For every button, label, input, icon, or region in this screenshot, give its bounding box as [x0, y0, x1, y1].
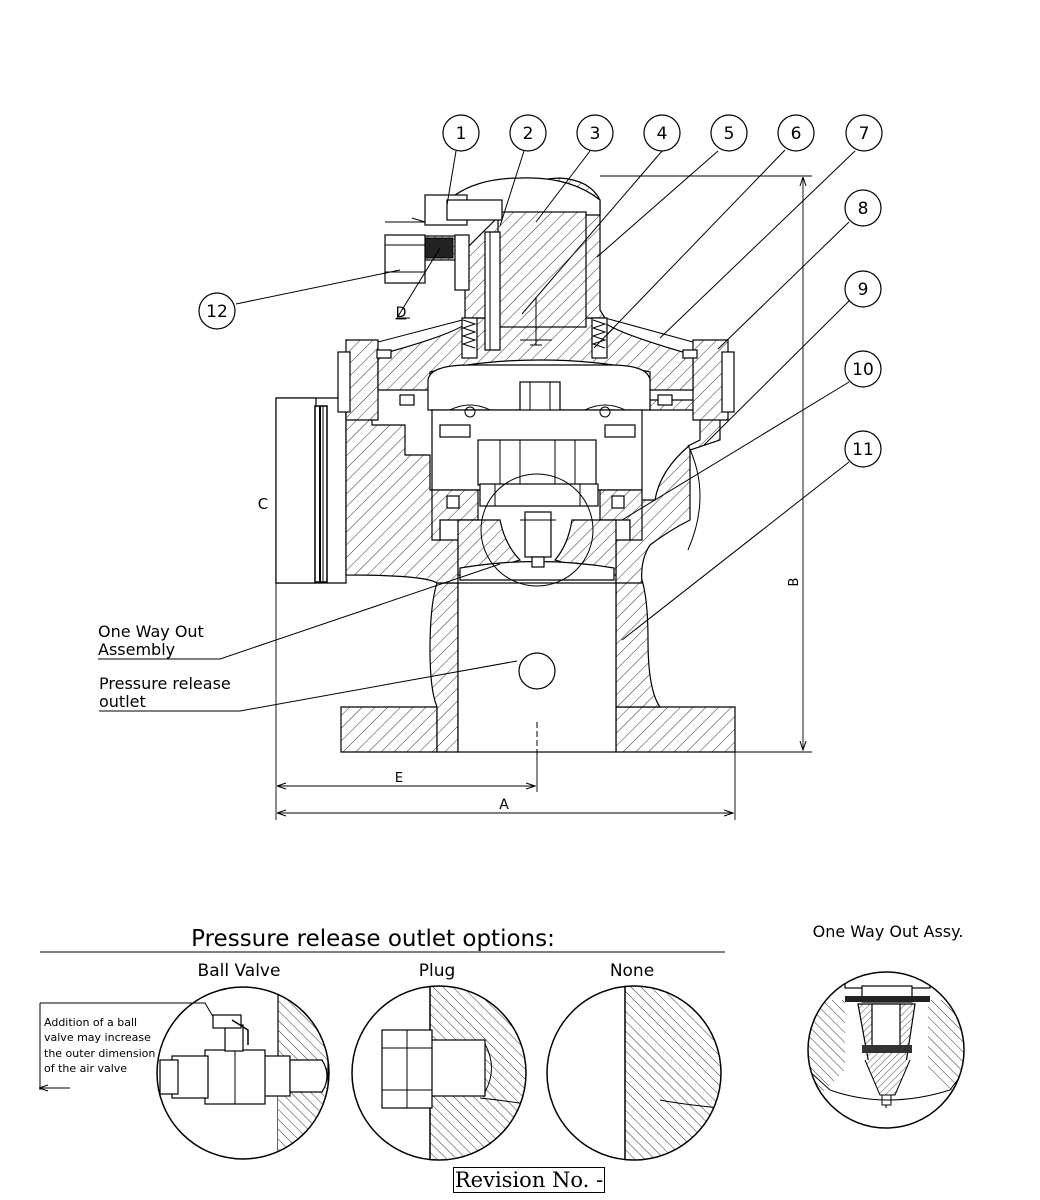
balloon-callouts: 1 2 3 4 5 6 7 8 9 10 11 12	[198, 114, 883, 641]
balloon-7: 7	[845, 114, 883, 152]
option-none-label: None	[610, 961, 654, 981]
revision-label: Revision No. -	[453, 1167, 605, 1193]
dim-d-label: D	[396, 305, 407, 321]
pressure-release-label-line1: Pressure release	[99, 674, 231, 693]
option-ball-valve-label: Ball Valve	[198, 961, 281, 981]
svg-text:8: 8	[858, 199, 869, 219]
plug-fitting-12	[384, 234, 426, 284]
svg-text:12: 12	[206, 302, 228, 322]
one-way-out-label-line1: One Way Out	[98, 622, 204, 641]
cover-right-flange	[692, 339, 729, 421]
callout-labels: One Way Out Assembly Pressure release ou…	[98, 563, 518, 712]
dim-b-label: B	[787, 578, 802, 587]
pressure-release-label-line2: outlet	[99, 692, 146, 711]
inner-spool	[497, 211, 587, 328]
svg-text:1: 1	[456, 124, 467, 144]
dim-a-label: A	[499, 797, 509, 813]
detail-circle-one-way	[480, 473, 594, 587]
one-way-valve	[524, 511, 552, 558]
base-flange	[340, 706, 438, 753]
svg-text:6: 6	[791, 124, 802, 144]
ball-valve-note-line4: of the air valve	[44, 1062, 127, 1075]
one-way-out-assy-detail	[807, 971, 965, 1129]
ball-valve-detail	[156, 986, 330, 1160]
cover-left-flange	[345, 339, 379, 421]
balloon-1: 1	[442, 114, 480, 152]
balloon-9: 9	[844, 270, 882, 308]
balloon-5: 5	[710, 114, 748, 152]
ball-valve-note-line3: the outer dimension	[44, 1047, 155, 1060]
balloon-6: 6	[777, 114, 815, 152]
seat-flange-left	[431, 489, 479, 541]
svg-text:7: 7	[859, 124, 870, 144]
svg-text:4: 4	[657, 124, 668, 144]
one-way-out-label-line2: Assembly	[98, 640, 175, 659]
main-section-view	[275, 177, 736, 760]
options-heading: Pressure release outlet options:	[191, 926, 555, 952]
balloon-11: 11	[844, 430, 882, 468]
balloon-2: 2	[509, 114, 547, 152]
body-left-wall	[345, 397, 459, 584]
body-lower-right-wall	[615, 579, 662, 708]
balloon-4: 4	[643, 114, 681, 152]
plug-detail	[351, 985, 527, 1161]
ball-valve-note-line2: valve may increase	[44, 1031, 151, 1044]
none-detail	[546, 985, 722, 1161]
svg-text:10: 10	[852, 360, 874, 380]
dim-c-label: C	[258, 495, 268, 513]
dimension-lines: B A E C D	[258, 175, 812, 820]
outlet-options: Pressure release outlet options: Ball Va…	[40, 922, 965, 1161]
balloon-3: 3	[576, 114, 614, 152]
svg-text:2: 2	[523, 124, 534, 144]
dim-e-label: E	[395, 771, 403, 786]
one-way-out-assy-title: One Way Out Assy.	[813, 922, 964, 941]
svg-text:11: 11	[852, 440, 874, 460]
svg-text:5: 5	[724, 124, 735, 144]
body-lower-left-wall	[429, 582, 459, 753]
ball-valve-note-line1: Addition of a ball	[44, 1016, 137, 1029]
option-plug-label: Plug	[419, 961, 456, 981]
balloon-12: 12	[198, 292, 236, 330]
svg-text:3: 3	[590, 124, 601, 144]
svg-text:9: 9	[858, 280, 869, 300]
pressure-release-hole	[518, 652, 556, 690]
balloon-8: 8	[844, 189, 882, 227]
balloon-10: 10	[844, 350, 882, 388]
